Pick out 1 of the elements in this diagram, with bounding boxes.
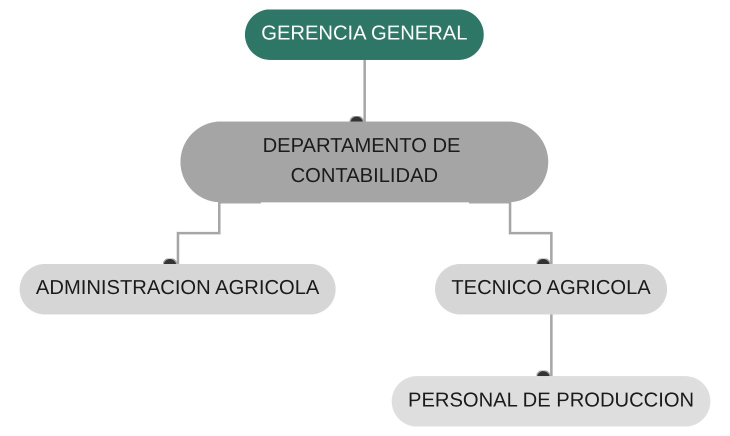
org-chart: GERENCIA GENERAL DEPARTAMENTO DE CONTABILIDAD ADMINISTRACION AGRICOLA TECNICO AGRICOLA PERSONAL DE PRODUCCION — [0, 0, 730, 436]
